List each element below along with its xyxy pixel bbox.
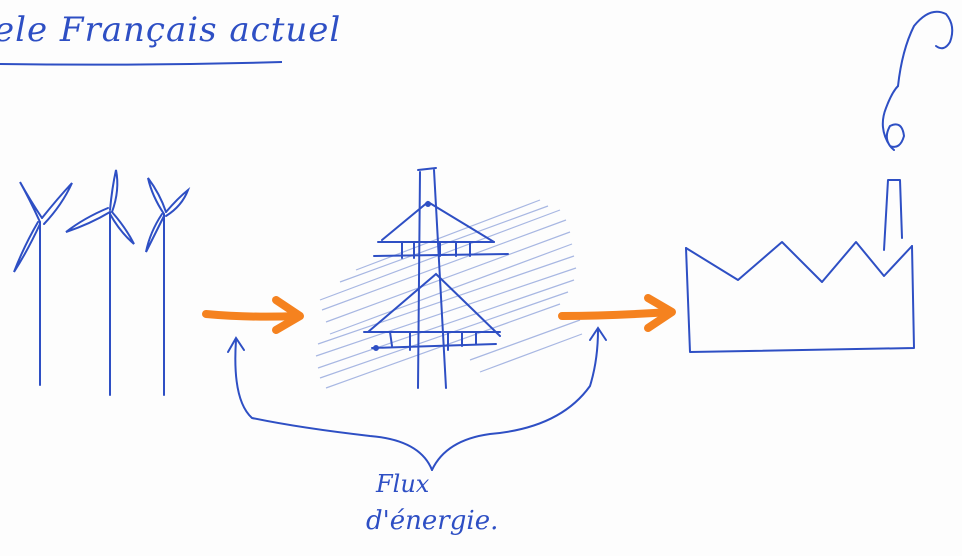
energy-arrow-1 <box>202 296 304 334</box>
hatching <box>315 199 583 389</box>
page-title: ele Français actuel <box>0 10 342 50</box>
title-underline <box>0 61 283 66</box>
caption-line-1: Flux <box>376 470 430 498</box>
wind-turbines-icon <box>13 169 191 396</box>
power-pylon-icon <box>363 167 509 389</box>
caption-line-2: d'énergie. <box>366 506 499 536</box>
energy-arrow-2 <box>558 294 676 332</box>
factory-icon <box>685 10 954 353</box>
flux-bracket <box>227 326 607 471</box>
